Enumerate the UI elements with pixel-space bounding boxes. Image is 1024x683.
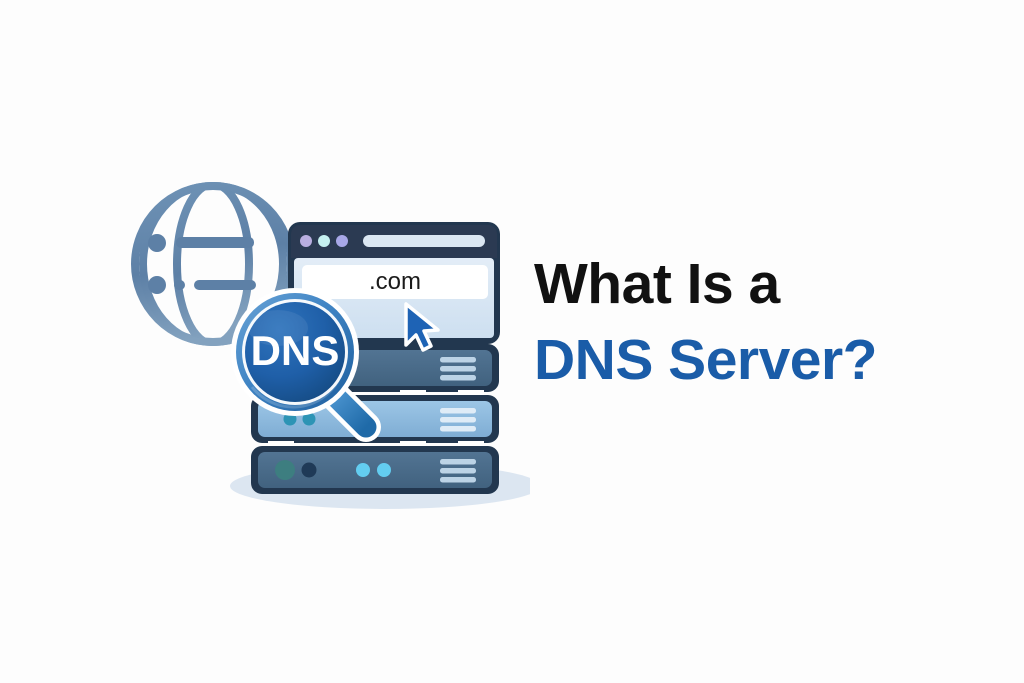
vent-lines xyxy=(440,357,476,381)
vent-lines xyxy=(440,408,476,432)
window-dots xyxy=(300,235,348,247)
row-dot xyxy=(148,276,166,294)
row-bar-long xyxy=(176,237,254,248)
page-title-line-2: DNS Server? xyxy=(534,328,878,392)
magnifier-dns[interactable]: DNS xyxy=(231,288,381,442)
vent-lines xyxy=(440,459,476,483)
window-dot-2 xyxy=(318,235,330,247)
url-pill[interactable] xyxy=(363,235,485,247)
search-input[interactable] xyxy=(302,265,488,299)
globe-server-rows xyxy=(148,234,256,294)
led-teal-2 xyxy=(302,412,316,426)
status-dot-teal xyxy=(275,460,295,480)
status-dot-navy xyxy=(301,462,317,478)
dns-illustration: .com DNS xyxy=(110,150,530,520)
mouse-cursor-icon xyxy=(404,302,440,352)
page-title-line-1: What Is a xyxy=(534,252,780,316)
page-title: What Is a DNS Server? xyxy=(534,246,974,398)
magnifier-label: DNS xyxy=(251,327,340,374)
row-bar-medium xyxy=(194,280,256,290)
led-lightblue-2 xyxy=(377,463,391,477)
server-unit-3[interactable] xyxy=(251,446,499,494)
magnifier-lens xyxy=(245,302,345,402)
search-input-value: .com xyxy=(369,268,421,295)
window-dot-1 xyxy=(300,235,312,247)
window-dot-3 xyxy=(336,235,348,247)
row-dash-short xyxy=(174,280,185,290)
stack-gap xyxy=(268,441,484,447)
led-lightblue-1 xyxy=(356,463,370,477)
row-dot xyxy=(148,234,166,252)
